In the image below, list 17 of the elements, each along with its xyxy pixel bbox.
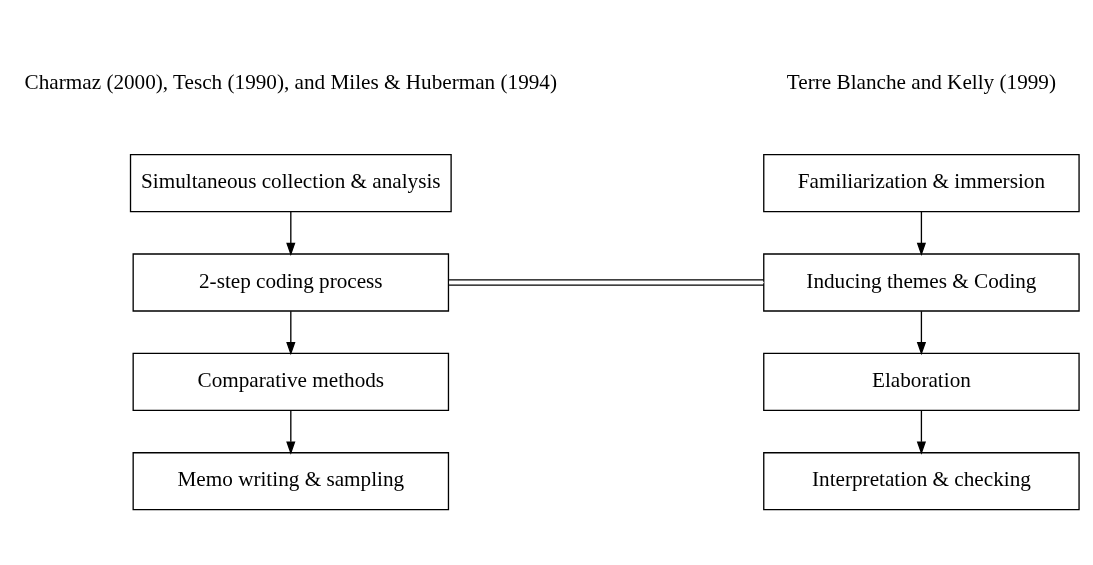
arrow (916, 310, 927, 356)
connector (448, 279, 765, 286)
node-box: Memo writing & sampling (132, 452, 450, 511)
node-box: Elaboration (763, 352, 1080, 411)
arrow (916, 409, 927, 455)
node-box: Simultaneous collection & analysis (129, 154, 452, 213)
arrow (916, 211, 927, 256)
label: Terre Blanche and Kelly (1999) (786, 69, 1056, 94)
arrow (286, 409, 296, 455)
label: Charmaz (2000), Tesch (1990), and Miles & Huberman (1994) (24, 69, 558, 94)
node-box: Interpretation & checking (763, 452, 1080, 511)
arrow (286, 211, 296, 256)
node-box: Inducing themes & Coding (763, 253, 1080, 312)
arrow (286, 310, 296, 356)
node-box: Familiarization & immersion (763, 154, 1080, 213)
node-box: 2-step coding process (132, 253, 450, 312)
node-box: Comparative methods (132, 352, 450, 411)
